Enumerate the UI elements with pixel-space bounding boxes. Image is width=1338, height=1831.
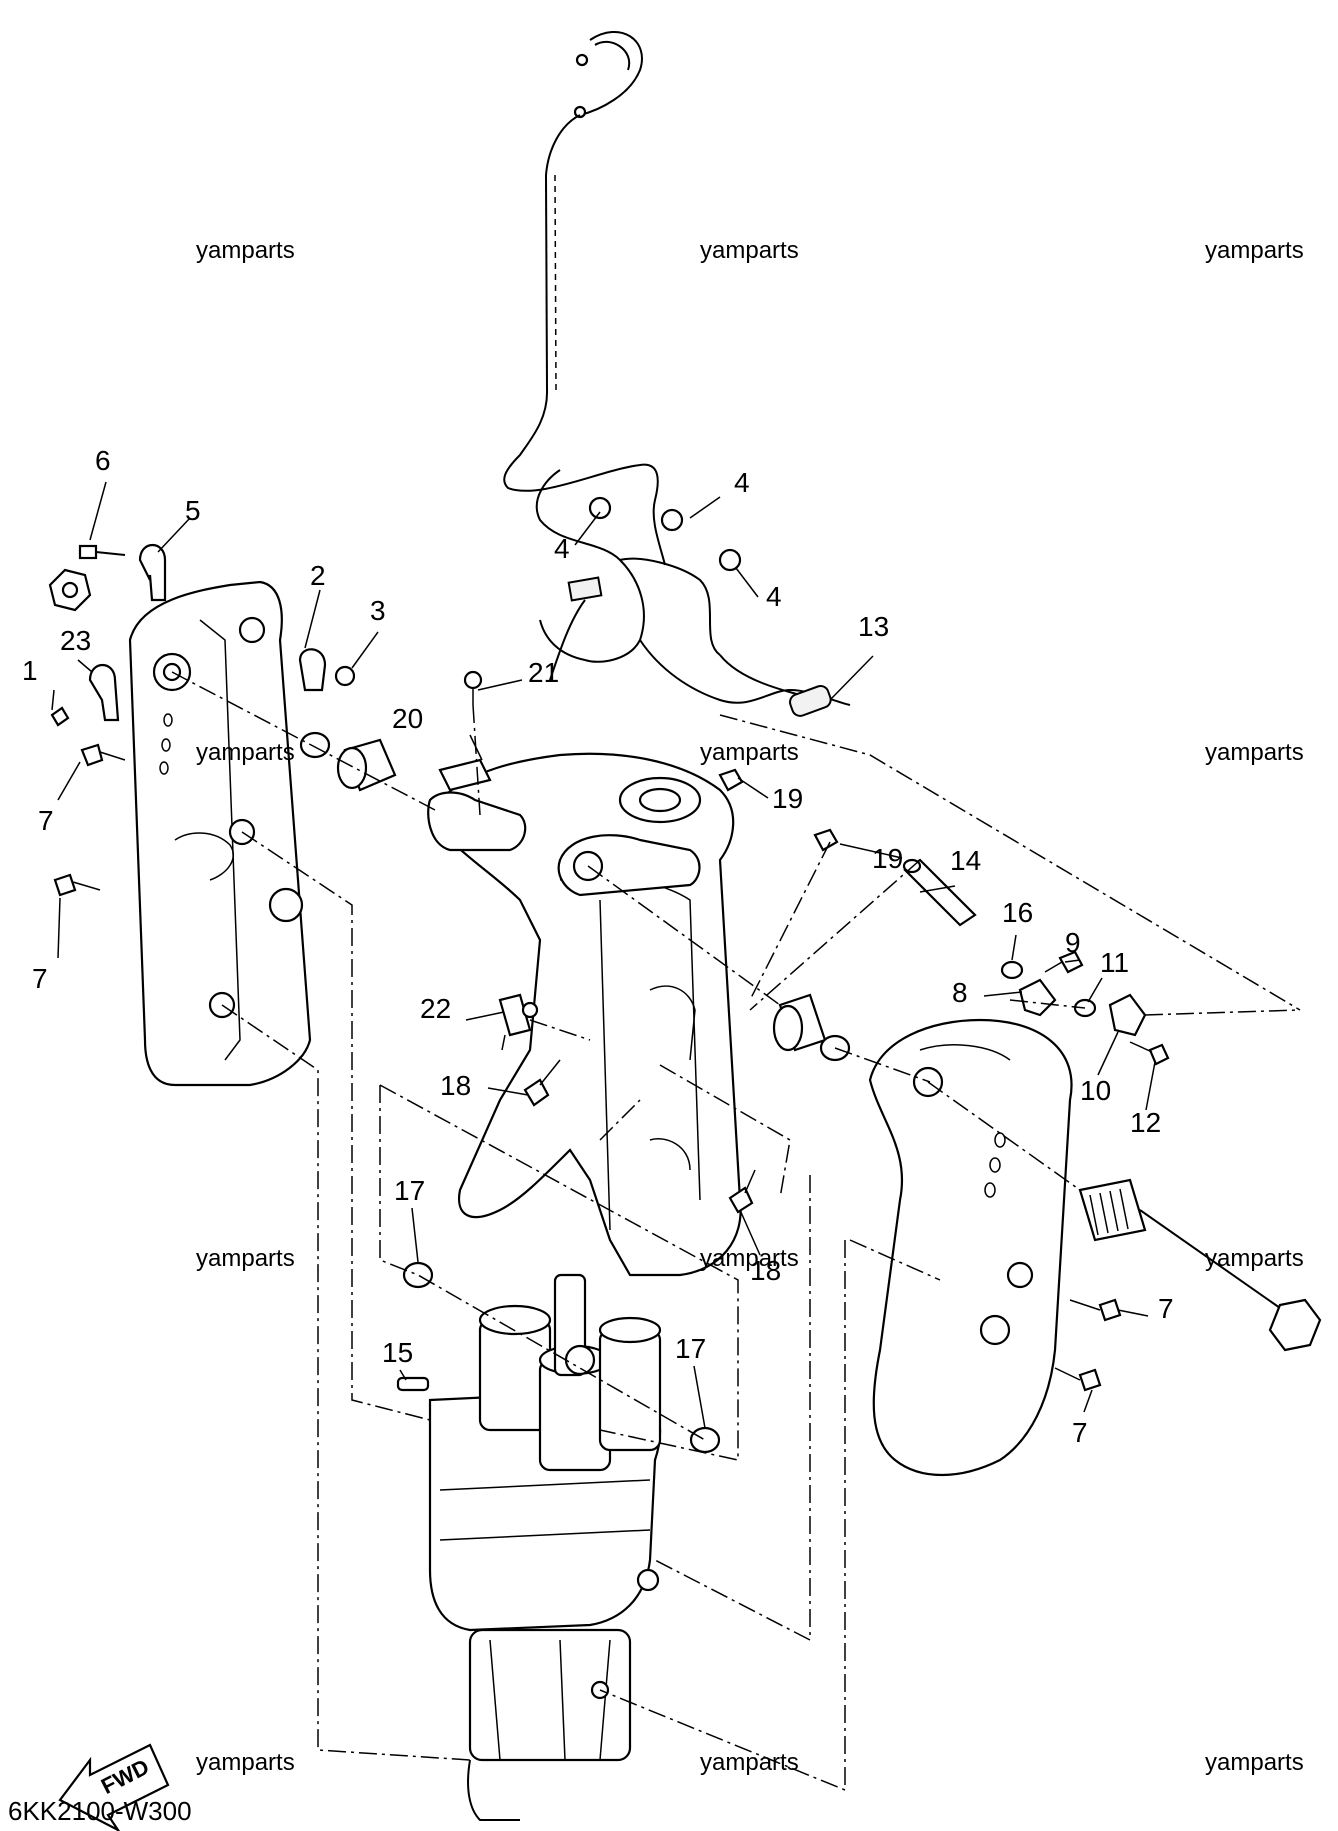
watermarks: yamparts yamparts yamparts yamparts yamp…	[196, 237, 1304, 1776]
tilt-shaft	[1078, 1178, 1322, 1352]
callout-leaders	[51, 481, 1156, 1429]
swivel-bracket	[427, 752, 742, 1277]
callout-3: 3	[370, 595, 386, 626]
power-trim-tilt-unit	[428, 1273, 662, 1821]
watermark: yamparts	[700, 1245, 799, 1272]
callout-18-right: 18	[750, 1255, 781, 1286]
bolt-7-lower-left	[53, 873, 101, 897]
bolt-7-upper-right	[1069, 1298, 1122, 1322]
callout-17-left: 17	[394, 1175, 425, 1206]
watermark: yamparts	[196, 1245, 295, 1272]
watermark: yamparts	[1205, 237, 1304, 264]
left-clamp-bracket	[128, 580, 312, 1087]
callout-11: 11	[1100, 947, 1129, 978]
watermark: yamparts	[700, 739, 799, 766]
callout-7-lower-right: 7	[1072, 1417, 1088, 1448]
callout-19-upper: 19	[772, 783, 803, 814]
watermark: yamparts	[1205, 739, 1304, 766]
watermark: yamparts	[1205, 1749, 1304, 1776]
callout-8: 8	[952, 977, 968, 1008]
callout-1: 1	[22, 655, 38, 686]
callout-numbers: 6 5 2 3 23 1 7 7 4 4 4 13 21 20 19 19 14…	[22, 445, 1174, 1448]
bolt-7-lower-right	[1054, 1367, 1102, 1392]
small-parts	[48, 544, 1170, 1454]
callout-12: 12	[1130, 1107, 1161, 1138]
watermark: yamparts	[700, 1749, 799, 1776]
watermark: yamparts	[700, 237, 799, 264]
callout-6: 6	[95, 445, 111, 476]
callout-13: 13	[858, 611, 889, 642]
callout-20: 20	[392, 703, 423, 734]
callout-23: 23	[60, 625, 91, 656]
callout-15: 15	[382, 1337, 413, 1368]
callout-21: 21	[528, 657, 559, 688]
bolt-7-upper-left	[80, 743, 126, 767]
callout-4-left: 4	[554, 533, 570, 564]
diagram-code: 6KK2100-W300	[8, 1796, 192, 1826]
callout-7-lower-left: 7	[32, 963, 48, 994]
callout-7-upper-right: 7	[1158, 1293, 1174, 1324]
callout-4-right: 4	[766, 581, 782, 612]
watermark: yamparts	[196, 1749, 295, 1776]
watermark: yamparts	[1205, 1245, 1304, 1272]
callout-4-top-right: 4	[734, 467, 750, 498]
callout-7-upper-left: 7	[38, 805, 54, 836]
callout-2: 2	[310, 560, 326, 591]
callout-5: 5	[185, 495, 201, 526]
watermark: yamparts	[196, 739, 295, 766]
callout-17-right: 17	[675, 1333, 706, 1364]
callout-14: 14	[950, 845, 981, 876]
callout-18-left: 18	[440, 1070, 471, 1101]
right-clamp-bracket	[868, 1018, 1073, 1476]
callout-9: 9	[1065, 927, 1081, 958]
callout-19-lower: 19	[872, 843, 903, 874]
watermark: yamparts	[196, 237, 295, 264]
callout-16: 16	[1002, 897, 1033, 928]
wire-harness	[503, 30, 851, 717]
callout-10: 10	[1080, 1075, 1111, 1106]
callout-22: 22	[420, 993, 451, 1024]
assembly-lines	[171, 671, 1301, 1792]
